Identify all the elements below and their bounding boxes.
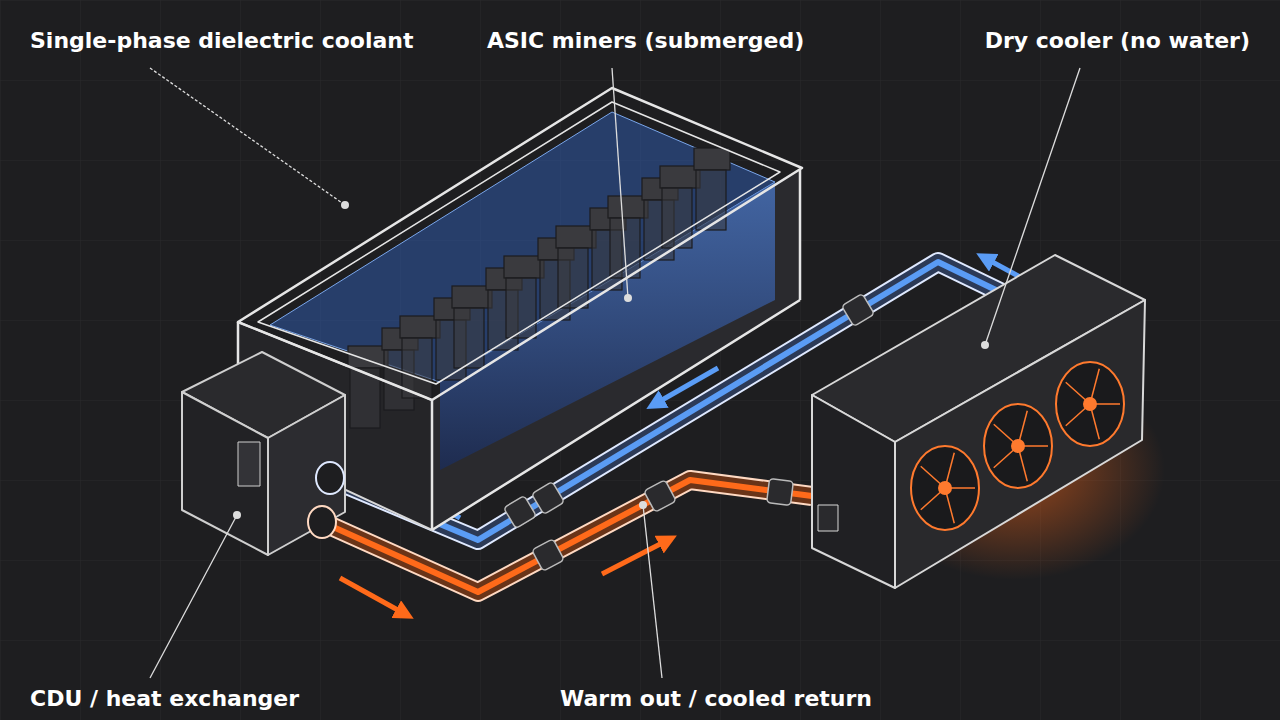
asic-miner <box>454 308 484 368</box>
fan-hub <box>1084 398 1096 410</box>
fan <box>911 446 979 530</box>
callout-label: CDU / heat exchanger <box>30 686 299 712</box>
callout-label: Warm out / cooled return <box>560 686 872 712</box>
fan-hub <box>939 482 951 494</box>
fan <box>1056 362 1124 446</box>
asic-miner <box>506 278 536 338</box>
callout-label: Dry cooler (no water) <box>985 28 1250 54</box>
callout-label: Single-phase dielectric coolant <box>30 28 413 54</box>
fan <box>984 404 1052 488</box>
asic-miner <box>694 148 730 170</box>
fan-hub <box>1012 440 1024 452</box>
callout-label: ASIC miners (submerged) <box>487 28 804 54</box>
